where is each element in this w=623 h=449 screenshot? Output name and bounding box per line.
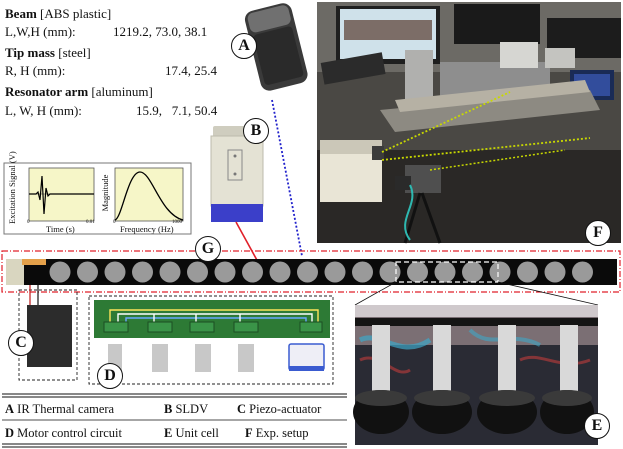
legend-text-c: Piezo-actuator [249,402,322,416]
zoom-line-right [497,281,599,306]
legend-item-c: C Piezo-actuator [237,402,321,417]
legend-item-b: B SLDV [164,402,208,417]
magnitude-xtick-1: 1000 [172,220,182,225]
legend-text-b: SLDV [175,402,209,416]
label-d: D [97,363,123,389]
legend-text-a: IR Thermal camera [17,402,115,416]
legend-item-d: D Motor control circuit [5,426,122,441]
setup-photo [317,2,621,244]
tip-dims-value: 17.4, 25.4 [165,63,217,78]
driver-chips [103,321,323,333]
legend-key-f: F [245,426,253,440]
unit-cell-disc [462,261,483,283]
unit-cell-disc [242,261,263,283]
legend-text-f: Exp. setup [255,426,309,440]
label-g: G [195,236,221,262]
legend-key-d: D [5,426,15,440]
resonator-dims-label: L, W, H (mm): [5,103,82,118]
unit-cell-discs [49,261,593,283]
unit-cell-disc [352,261,373,283]
unit-cell-disc [407,261,428,283]
unit-cell-disc [187,261,208,283]
beam-dims: L,W,H (mm): 1219.2, 73.0, 38.1 [5,24,207,40]
beam-material: [ABS plastic] [40,6,112,21]
motor-blocks [108,344,254,372]
unit-cell-disc [49,261,71,283]
tip-dims-label: R, H (mm): [5,63,66,78]
unit-cell-disc [104,261,126,283]
beam-title: Beam [5,6,37,21]
unit-cell-disc [77,261,98,283]
magnitude-ylabel: Magnitude [100,174,110,212]
magnitude-xtick-0: 0 [113,220,116,225]
beam-spec: Beam [ABS plastic] [5,6,111,22]
legend-key-b: B [164,402,173,416]
excitation-xtick-1: 0.01 [86,220,95,225]
unit-cell-disc [572,261,593,283]
unit-cell-disc [324,261,346,283]
magnitude-plot [114,167,184,222]
beam-outline [1,250,621,293]
excitation-ylabel: Excitation Signal (V) [7,151,17,224]
legend-item-f: F Exp. setup [245,426,309,441]
legend-rules [2,393,347,448]
beam-dims-value: 1219.2, 73.0, 38.1 [113,24,208,39]
legend-text-d: Motor control circuit [17,426,122,440]
ir-camera-illustration [244,3,308,91]
label-b: B [243,118,269,144]
unit-cell-disc [434,261,456,283]
tip-material: [steel] [58,45,91,60]
tip-spec: Tip mass [steel] [5,45,91,61]
legend-text-e: Unit cell [175,426,219,440]
resonator-dims-value: 15.9, 7.1, 50.4 [136,103,218,118]
beam-clamp [6,259,24,285]
magnitude-xlabel: Frequency (Hz) [120,224,174,234]
excitation-plot [28,167,95,222]
resonator-spec: Resonator arm [aluminum] [5,84,153,100]
excitation-xtick-0: 0 [27,220,30,225]
sldv-beam-line [235,221,259,263]
legend-item-a: A IR Thermal camera [5,402,114,417]
legend-item-e: E Unit cell [164,426,219,441]
unit-cell-disc [159,261,181,283]
unit-cell-disc [517,261,538,283]
label-c: C [8,330,34,356]
unit-cell-disc [544,261,566,283]
unit-cell-highlight [395,261,499,283]
circuit-dashed-box [88,295,334,385]
beam-dims-label: L,W,H (mm): [5,24,76,39]
label-e: E [584,413,610,439]
label-a: A [231,33,257,59]
resonator-material: [aluminum] [91,84,153,99]
excitation-xlabel: Time (s) [46,224,75,234]
piezo-actuator-device [27,305,72,367]
camera-sightline [271,99,303,257]
unit-cell-disc [269,261,291,283]
legend-key-a: A [5,402,15,416]
resonator-dims: L, W, H (mm): 15.9, 7.1, 50.4 [5,103,217,119]
legend-key-c: C [237,402,247,416]
zoom-line-left [354,281,397,306]
unit-cell-disc [132,261,153,283]
piezo-patch [22,259,46,265]
unit-cell-photo [353,305,598,445]
unit-cell-disc [489,261,511,283]
unit-cell-disc [297,261,318,283]
unit-cell-disc [379,261,401,283]
tip-dims: R, H (mm): 17.4, 25.4 [5,63,217,79]
label-f: F [585,220,611,246]
resonator-title: Resonator arm [5,84,89,99]
legend-key-e: E [164,426,173,440]
sldv-illustration [210,126,264,222]
unit-cell-disc [214,261,236,283]
tip-title: Tip mass [5,45,55,60]
